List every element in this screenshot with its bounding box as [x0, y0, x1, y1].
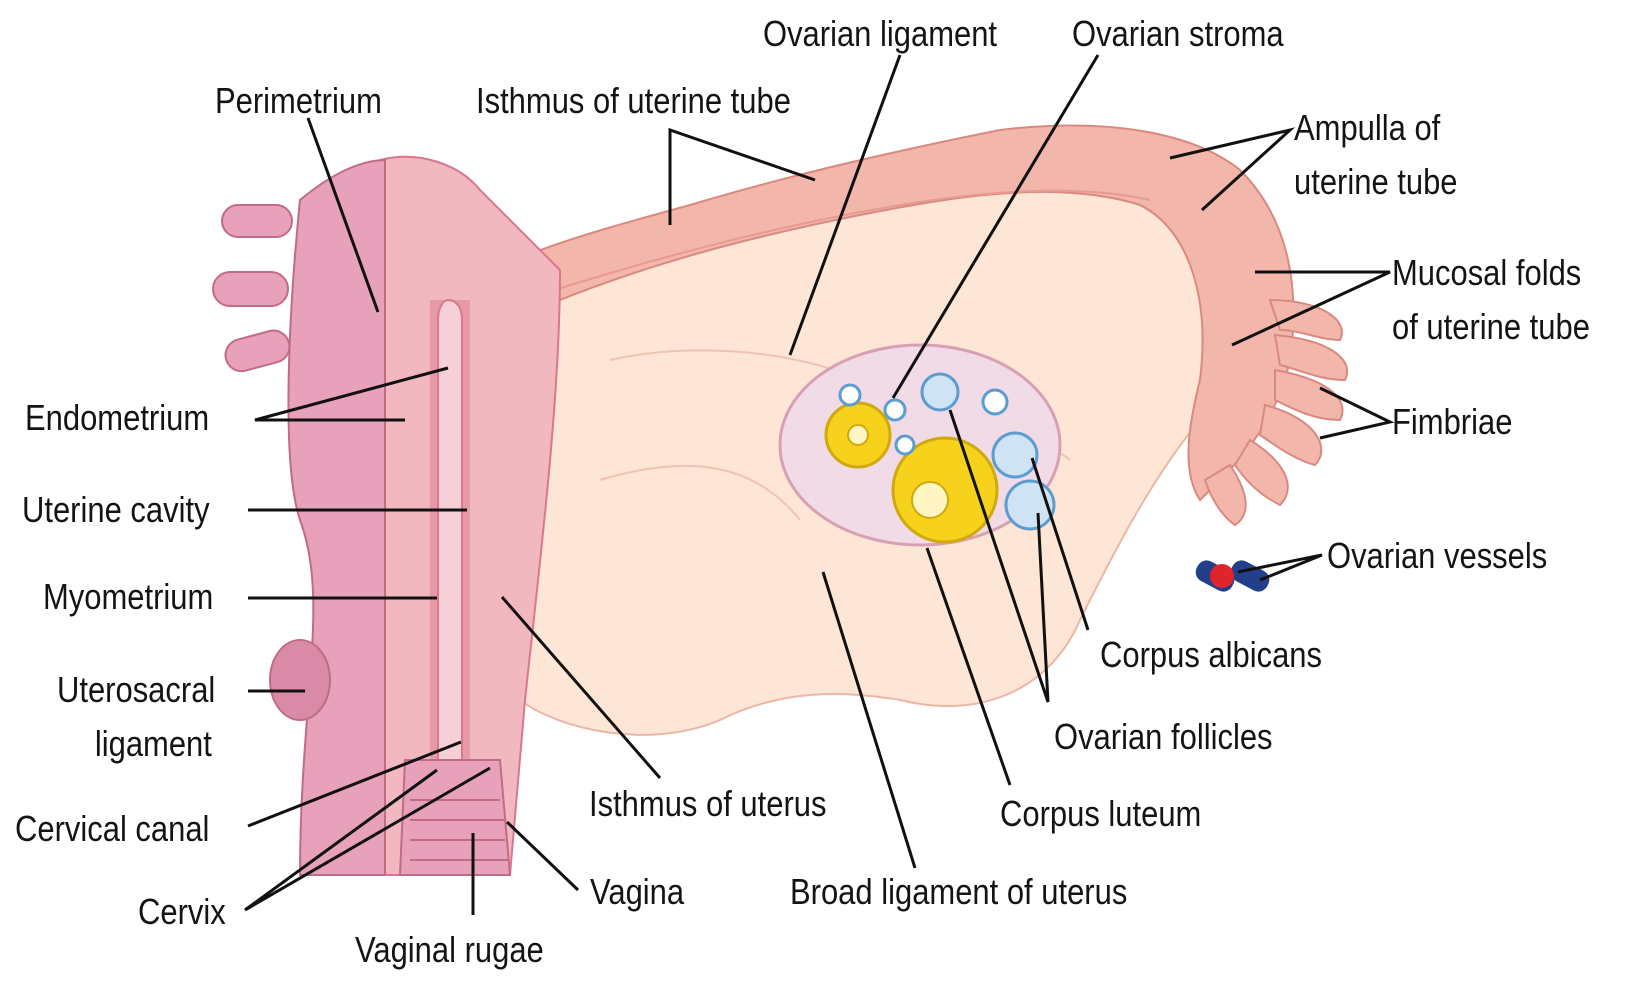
- label-ampulla-of-uterine-tube: Ampulla of uterine tube: [1294, 108, 1458, 202]
- label-uterine-cavity: Uterine cavity: [22, 490, 210, 530]
- label-cervical-canal: Cervical canal: [15, 809, 209, 849]
- label-fimbriae: Fimbriae: [1392, 402, 1512, 442]
- label-corpus-albicans: Corpus albicans: [1100, 635, 1322, 675]
- vagina-shape: [400, 760, 510, 875]
- label-ovarian-stroma: Ovarian stroma: [1072, 14, 1284, 54]
- label-endometrium: Endometrium: [25, 398, 209, 438]
- label-isthmus-of-uterine-tube: Isthmus of uterine tube: [476, 81, 791, 121]
- label-ovarian-vessels: Ovarian vessels: [1327, 536, 1547, 576]
- perimetrium-shape: [288, 160, 385, 875]
- label-isthmus-of-uterus: Isthmus of uterus: [589, 784, 826, 824]
- label-broad-ligament-of-uterus: Broad ligament of uterus: [790, 872, 1127, 912]
- label-ovarian-follicles: Ovarian follicles: [1054, 717, 1273, 757]
- label-ovarian-ligament: Ovarian ligament: [763, 14, 997, 54]
- label-vagina: Vagina: [590, 872, 684, 912]
- small-corpus-luteum-shape: [826, 403, 890, 467]
- uterine-cavity-shape: [438, 300, 462, 780]
- label-uterosacral-ligament: Uterosacral ligament: [57, 670, 215, 764]
- label-perimetrium: Perimetrium: [215, 81, 382, 121]
- ovarian-vessels-shape: [1192, 557, 1273, 595]
- label-corpus-luteum: Corpus luteum: [1000, 794, 1201, 834]
- label-myometrium: Myometrium: [43, 577, 213, 617]
- label-mucosal-folds: Mucosal folds of uterine tube: [1392, 253, 1590, 347]
- label-vaginal-rugae: Vaginal rugae: [355, 930, 544, 970]
- leader-vagina: [507, 822, 578, 890]
- label-cervix: Cervix: [138, 892, 226, 932]
